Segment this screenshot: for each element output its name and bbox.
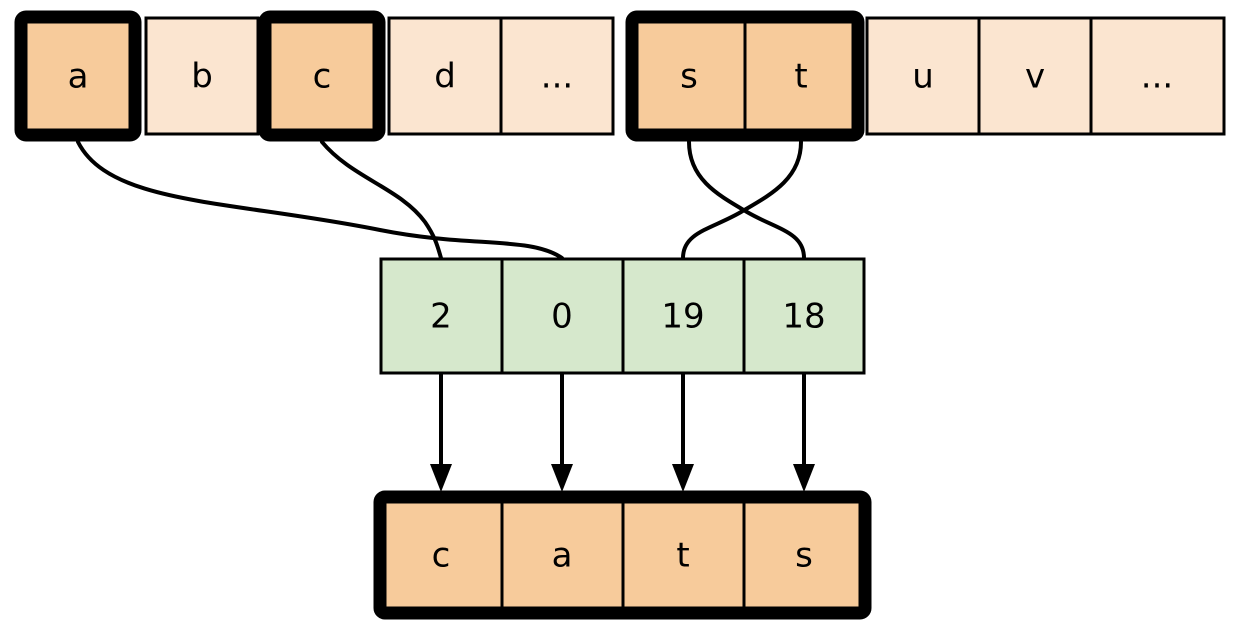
alphabet-label-s: s xyxy=(680,57,698,97)
index-value-0: 2 xyxy=(430,297,452,337)
alphabet-selection-outline-a xyxy=(14,10,142,142)
alphabet-selection-outline-c xyxy=(258,10,386,142)
output-cell-1[interactable] xyxy=(500,496,625,614)
alphabet-label-u: u xyxy=(912,57,934,97)
curve-s-to-index-3 xyxy=(687,140,806,260)
alphabet-label-t: t xyxy=(794,57,807,97)
alphabet-label-b: b xyxy=(191,57,213,97)
alphabet-cell-d[interactable] xyxy=(387,16,503,136)
alphabet-label-a: a xyxy=(68,57,89,97)
alphabet-cell-ellipsis-2[interactable] xyxy=(1089,16,1226,136)
index-value-1: 0 xyxy=(551,297,573,337)
alphabet-row: a b c d ... s t u v ... xyxy=(14,10,1226,142)
arrow-head-2 xyxy=(672,464,694,492)
output-cell-2[interactable] xyxy=(621,496,746,614)
curve-a-to-index-1 xyxy=(76,140,564,260)
index-cell-3[interactable] xyxy=(742,257,866,375)
alphabet-label-c: c xyxy=(313,57,332,97)
alphabet-cell-ellipsis-1[interactable] xyxy=(499,16,615,136)
output-label-0: c xyxy=(432,536,451,576)
curve-c-to-index-0 xyxy=(320,140,443,260)
arrow-head-1 xyxy=(551,464,573,492)
index-cell-2[interactable] xyxy=(621,257,746,375)
output-cell-3[interactable] xyxy=(742,496,866,614)
output-cell-0[interactable] xyxy=(379,496,504,614)
output-row: c a t s xyxy=(373,490,872,620)
index-cell-0[interactable] xyxy=(379,257,504,375)
index-row: 2 0 19 18 xyxy=(379,257,866,375)
alphabet-cell-v[interactable] xyxy=(977,16,1093,136)
index-value-2: 19 xyxy=(661,297,704,337)
curve-connectors xyxy=(76,140,806,260)
alphabet-cell-t[interactable] xyxy=(743,16,859,136)
alphabet-label-ellipsis-2: ... xyxy=(1141,57,1173,97)
curve-t-to-index-2 xyxy=(681,140,803,260)
output-row-outline xyxy=(373,490,872,620)
arrow-head-3 xyxy=(793,464,815,492)
output-label-3: s xyxy=(795,536,813,576)
alphabet-selection-outline-st xyxy=(625,10,865,142)
output-label-1: a xyxy=(552,536,573,576)
alphabet-label-ellipsis-1: ... xyxy=(541,57,573,97)
output-label-2: t xyxy=(676,536,689,576)
alphabet-label-v: v xyxy=(1025,57,1045,97)
arrow-connectors xyxy=(430,373,815,492)
arrow-head-0 xyxy=(430,464,452,492)
index-value-3: 18 xyxy=(782,297,825,337)
alphabet-label-d: d xyxy=(434,57,456,97)
alphabet-cell-b[interactable] xyxy=(144,16,260,136)
